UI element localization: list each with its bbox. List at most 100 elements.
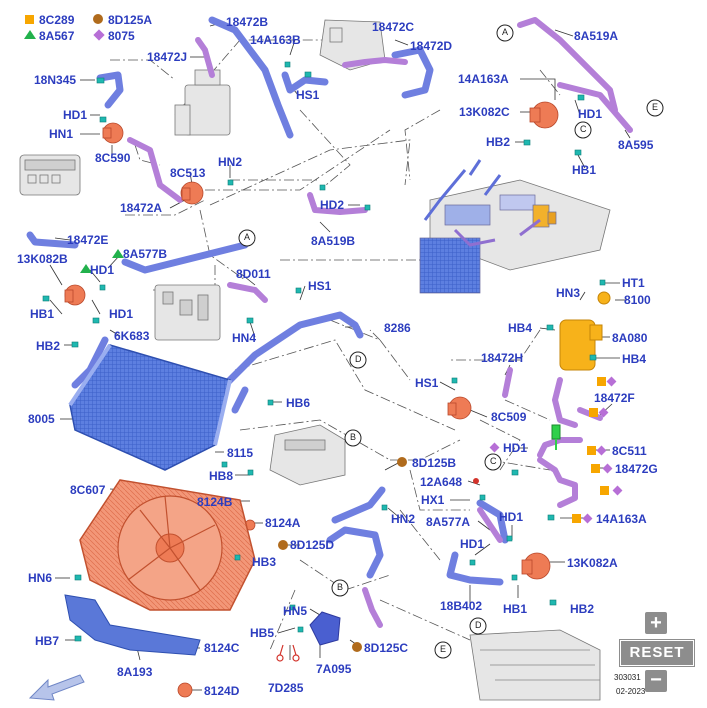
callout-HN6: HN6 bbox=[28, 571, 53, 585]
callout-HB2-ml: HB2 bbox=[36, 339, 61, 353]
callout-HD1-r3: HD1 bbox=[460, 537, 485, 551]
callout-7D285: 7D285 bbox=[268, 681, 304, 695]
callout-18472C: 18472C bbox=[372, 20, 415, 34]
reservoir-art bbox=[559, 291, 611, 371]
callout-HN4: HN4 bbox=[232, 331, 257, 345]
callout-HB4-a: HB4 bbox=[508, 321, 533, 335]
callout-14A163B: 14A163B bbox=[250, 33, 301, 47]
ref-B-low: B bbox=[337, 582, 344, 592]
ref-D-low: D bbox=[475, 620, 482, 630]
zoom-out-icon: − bbox=[650, 669, 662, 691]
callout-HD1-ml: HD1 bbox=[90, 263, 115, 277]
reset-button[interactable]: RESET bbox=[620, 640, 694, 666]
callout-8005: 8005 bbox=[28, 412, 55, 426]
callout-HD1-r: HD1 bbox=[503, 441, 528, 455]
callout-HN1: HN1 bbox=[49, 127, 74, 141]
callout-8D125D: 8D125D bbox=[290, 538, 335, 552]
callout-HT1: HT1 bbox=[622, 276, 645, 290]
callout-13K082C: 13K082C bbox=[459, 105, 510, 119]
callout-6K683: 6K683 bbox=[114, 329, 150, 343]
callout-HD1-tr: HD1 bbox=[578, 107, 603, 121]
part-marker-symbols bbox=[80, 249, 623, 652]
radiator-art bbox=[68, 343, 232, 471]
callout-HD1-r2: HD1 bbox=[499, 510, 524, 524]
callout-7A095: 7A095 bbox=[316, 662, 352, 676]
ref-E-low: E bbox=[440, 644, 447, 654]
callout-8A577B: 8A577B bbox=[123, 247, 168, 261]
blue-hoses bbox=[26, 16, 509, 586]
callout-18472D: 18472D bbox=[410, 39, 453, 53]
callout-18472G: 18472G bbox=[615, 462, 658, 476]
ref-A-mid: A bbox=[244, 232, 251, 242]
callout-HD1-tl: HD1 bbox=[63, 108, 88, 122]
callout-13K082A: 13K082A bbox=[567, 556, 618, 570]
callout-HD2: HD2 bbox=[320, 198, 345, 212]
callout-14A163A-top: 14A163A bbox=[458, 72, 509, 86]
callout-HB1-ml: HB1 bbox=[30, 307, 55, 321]
callout-HN3: HN3 bbox=[556, 286, 581, 300]
callout-8124C: 8124C bbox=[204, 641, 240, 655]
callout-HB8: HB8 bbox=[209, 469, 234, 483]
callout-8A080: 8A080 bbox=[612, 331, 648, 345]
navigation-arrow-icon[interactable] bbox=[28, 672, 86, 702]
dashed-leaders bbox=[110, 39, 561, 651]
zoom-in-button[interactable]: + bbox=[645, 612, 667, 634]
callout-HB2-b: HB2 bbox=[570, 602, 595, 616]
callout-18472J: 18472J bbox=[147, 50, 188, 64]
legend-item-8075: 8075 bbox=[108, 29, 135, 43]
callout-HB6: HB6 bbox=[286, 396, 311, 410]
callout-HD1-ml2: HD1 bbox=[109, 307, 134, 321]
callout-HS1-r: HS1 bbox=[415, 376, 439, 390]
lower-bracket-art bbox=[64, 594, 201, 656]
callout-8D125B: 8D125B bbox=[412, 456, 457, 470]
callout-HB3: HB3 bbox=[252, 555, 277, 569]
figure-id: 303031 bbox=[614, 673, 641, 682]
fasteners bbox=[276, 644, 300, 662]
legend-item-8C289: 8C289 bbox=[39, 13, 75, 27]
callout-8C590: 8C590 bbox=[95, 151, 131, 165]
ref-C-mid: C bbox=[490, 456, 497, 466]
callout-18N345: 18N345 bbox=[34, 73, 77, 87]
legend-item-8A567: 8A567 bbox=[39, 29, 75, 43]
purple-hoses bbox=[127, 17, 633, 628]
callout-8D125C: 8D125C bbox=[364, 641, 409, 655]
callout-13K082B: 13K082B bbox=[17, 252, 68, 266]
reference-circles bbox=[238, 24, 664, 659]
callout-8C607: 8C607 bbox=[70, 483, 106, 497]
callout-8A595: 8A595 bbox=[618, 138, 654, 152]
callout-HN2-top: HN2 bbox=[218, 155, 243, 169]
callout-8286: 8286 bbox=[384, 321, 411, 335]
callout-18472E: 18472E bbox=[67, 233, 109, 247]
callout-18472B: 18472B bbox=[226, 15, 269, 29]
legend-item-8D125A: 8D125A bbox=[108, 13, 153, 27]
callout-18472F: 18472F bbox=[594, 391, 635, 405]
ref-D-mid: D bbox=[355, 354, 362, 364]
callout-HX1: HX1 bbox=[421, 493, 445, 507]
zoom-out-button[interactable]: − bbox=[645, 670, 667, 692]
ref-A-top: A bbox=[502, 27, 509, 37]
callout-HB7: HB7 bbox=[35, 634, 60, 648]
callout-HB1-tr: HB1 bbox=[572, 163, 597, 177]
zoom-in-icon: + bbox=[650, 612, 662, 634]
callout-8A193: 8A193 bbox=[117, 665, 153, 679]
callout-8D011: 8D011 bbox=[236, 267, 271, 281]
callout-8A519A: 8A519A bbox=[574, 29, 619, 43]
callout-HB5: HB5 bbox=[250, 626, 275, 640]
callout-HN5: HN5 bbox=[283, 604, 308, 618]
callout-8100: 8100 bbox=[624, 293, 651, 307]
check-valve-art bbox=[551, 424, 561, 450]
callout-12A648: 12A648 bbox=[420, 475, 463, 489]
callout-14A163A-b: 14A163A bbox=[596, 512, 647, 526]
callout-8124A: 8124A bbox=[265, 516, 301, 530]
ref-C-top: C bbox=[580, 124, 587, 134]
fan-shroud-art bbox=[79, 479, 256, 611]
callout-8124B: 8124B bbox=[197, 495, 233, 509]
transmission-cooler-art bbox=[309, 611, 341, 646]
callout-HB2-tr: HB2 bbox=[486, 135, 511, 149]
callout-8C509: 8C509 bbox=[491, 410, 527, 424]
callout-18B402: 18B402 bbox=[440, 599, 483, 613]
callout-8A519B: 8A519B bbox=[311, 234, 356, 248]
callout-HS1-top: HS1 bbox=[296, 88, 320, 102]
